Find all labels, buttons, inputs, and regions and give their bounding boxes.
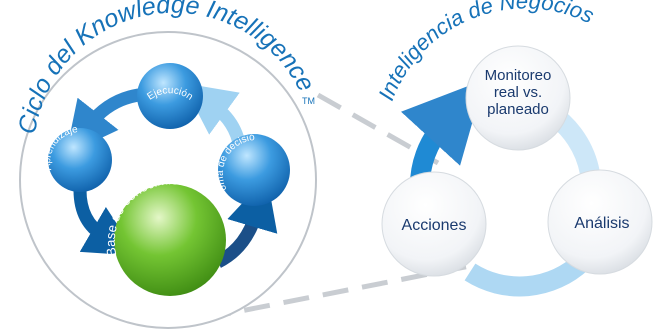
trademark-mark: TM xyxy=(302,96,315,106)
node-monitoreo-line3: planeado xyxy=(487,101,549,118)
node-acciones: Acciones xyxy=(381,171,487,277)
node-monitoreo-line1: Monitoreo xyxy=(485,67,552,84)
node-analisis-label: Análisis xyxy=(574,215,629,232)
node-monitoreo: Monitoreo real vs. planeado xyxy=(465,45,571,151)
node-analisis: Análisis xyxy=(547,169,653,275)
node-ejecucion: Ejecución xyxy=(137,63,203,129)
node-monitoreo-line2: real vs. xyxy=(494,84,542,101)
node-acciones-label: Acciones xyxy=(402,217,467,234)
